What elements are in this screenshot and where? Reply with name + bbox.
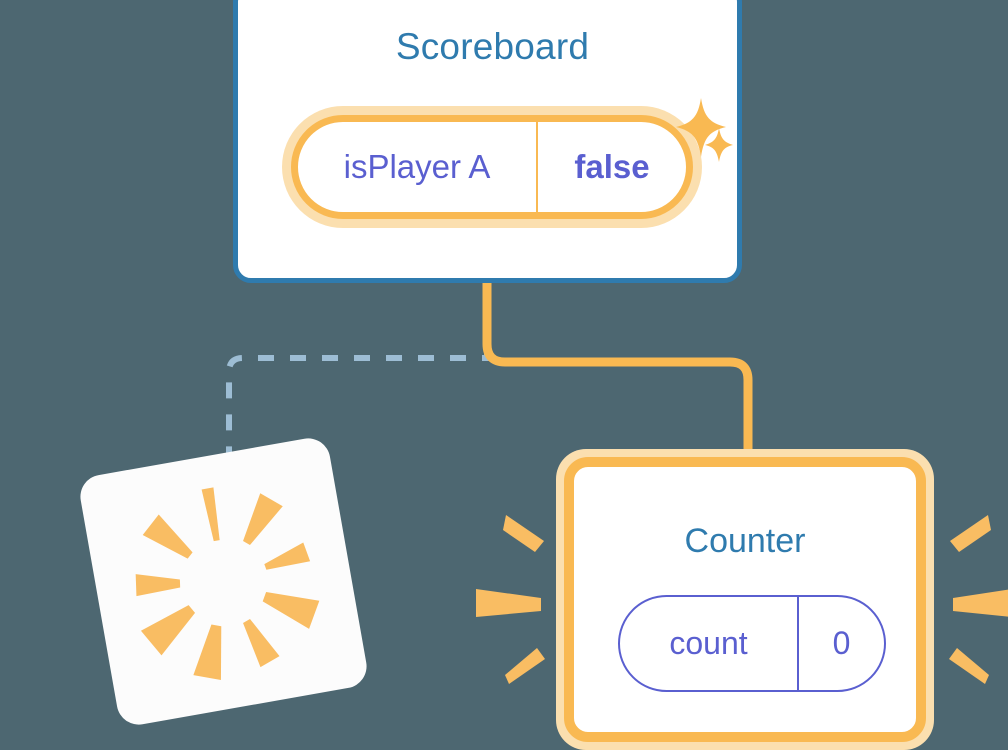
burst-ray bbox=[140, 605, 196, 656]
burst-ray bbox=[243, 618, 280, 668]
scoreboard-state-pill-inner: isPlayer A false bbox=[291, 115, 693, 219]
burst-ray bbox=[503, 515, 544, 552]
burst-ray bbox=[949, 648, 989, 684]
blank-card-burst bbox=[135, 487, 320, 680]
burst-ray bbox=[505, 648, 545, 684]
counter-card[interactable]: Counter count 0 bbox=[556, 449, 934, 750]
counter-card-inner: Counter count 0 bbox=[564, 457, 926, 742]
burst-ray bbox=[262, 592, 320, 629]
counter-title: Counter bbox=[684, 522, 806, 560]
counter-state-value: 0 bbox=[832, 625, 851, 661]
scoreboard-state-value: false bbox=[574, 148, 650, 185]
connector-dashed-to-blank-card bbox=[226, 283, 490, 462]
sparkle-large-icon bbox=[676, 98, 726, 157]
burst-ray bbox=[135, 574, 181, 597]
scoreboard-state-pill[interactable]: isPlayer A false bbox=[282, 106, 702, 228]
burst-ray bbox=[201, 487, 220, 542]
burst-ray bbox=[193, 624, 222, 680]
scoreboard-state-key: isPlayer A bbox=[298, 122, 538, 212]
scoreboard-card[interactable]: Scoreboard isPlayer A false bbox=[233, 0, 742, 283]
counter-burst-left bbox=[476, 515, 545, 684]
burst-ray bbox=[243, 493, 283, 546]
counter-state-key: count bbox=[620, 597, 799, 690]
burst-ray bbox=[476, 589, 541, 617]
counter-burst-right bbox=[949, 515, 1008, 684]
connector-solid-to-counter bbox=[482, 283, 753, 458]
scoreboard-title: Scoreboard bbox=[395, 26, 590, 67]
sparkle-small-icon bbox=[705, 128, 733, 162]
burst-ray bbox=[953, 589, 1008, 617]
burst-ray bbox=[264, 542, 311, 570]
burst-ray bbox=[142, 514, 193, 559]
counter-state-pill[interactable]: count 0 bbox=[618, 595, 886, 692]
burst-ray bbox=[950, 515, 991, 552]
